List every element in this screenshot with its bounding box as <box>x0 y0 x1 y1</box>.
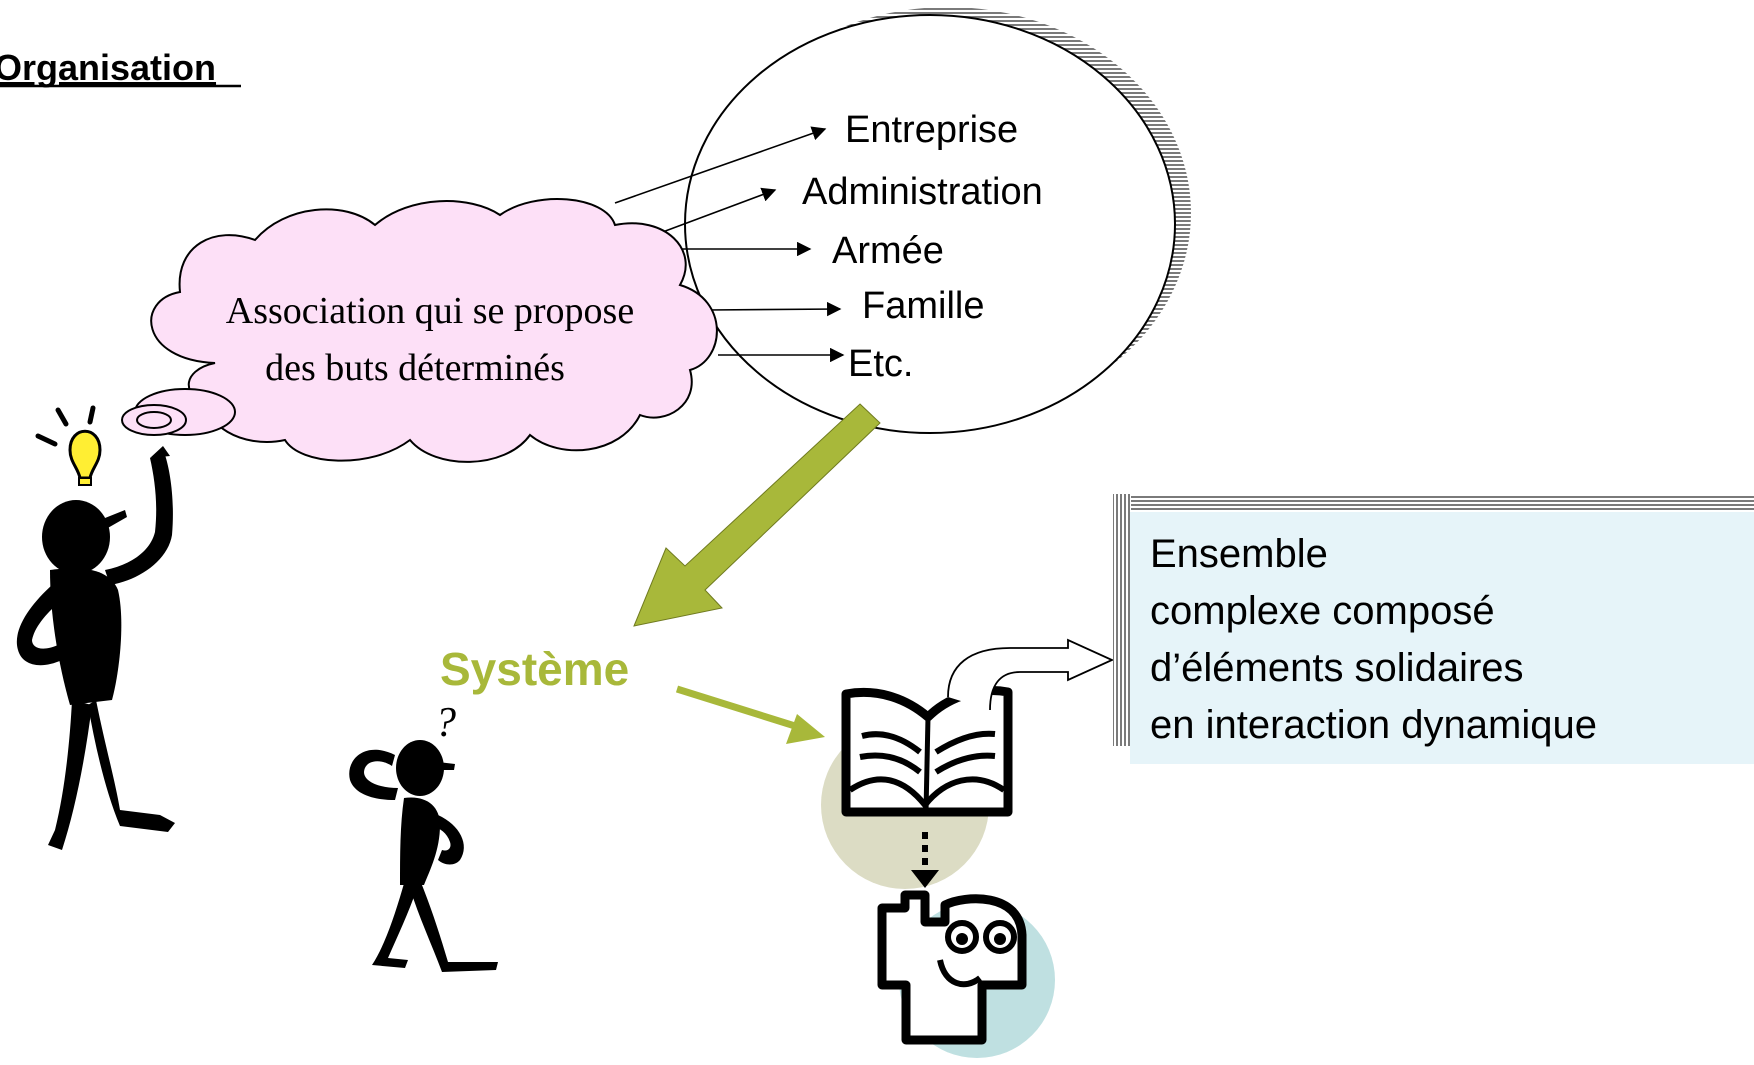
definition-line3: d’éléments solidaires <box>1150 646 1524 690</box>
item-armee: Armée <box>832 230 944 272</box>
circle-items: Entreprise Administration Armée Famille … <box>802 109 1043 385</box>
question-mark-icon: ? <box>435 700 456 746</box>
thinking-face-icon <box>877 890 1055 1058</box>
book-to-definition-arrow <box>947 638 1115 711</box>
thought-cloud: Association qui se propose des buts déte… <box>121 198 718 463</box>
arrow-administration <box>659 187 777 234</box>
organisation-types-circle <box>684 7 1191 434</box>
circle-to-system-arrow <box>633 403 881 627</box>
lightbulb-icon <box>35 405 102 486</box>
arrow-entreprise <box>614 126 827 204</box>
definition-line2: complexe composé <box>1150 589 1495 633</box>
idea-figure <box>16 405 175 850</box>
thinking-figure: ? <box>349 700 498 972</box>
cloud-text-line1: Association qui se propose <box>226 290 634 332</box>
cloud-to-items-arrows <box>614 126 845 363</box>
item-administration: Administration <box>802 171 1043 213</box>
cloud-text-line2: des buts déterminés <box>265 347 565 389</box>
system-to-book-arrow <box>675 685 825 744</box>
page-title: Organisation <box>0 47 216 88</box>
definition-line1: Ensemble <box>1150 532 1328 576</box>
item-famille: Famille <box>862 285 984 327</box>
definition-box: Ensemble complexe composé d’éléments sol… <box>1113 494 1754 764</box>
definition-line4: en interaction dynamique <box>1150 703 1597 747</box>
open-book-icon <box>821 686 1013 889</box>
arrow-famille <box>706 301 842 317</box>
item-etc: Etc. <box>848 343 913 385</box>
system-label: Système <box>440 643 629 695</box>
item-entreprise: Entreprise <box>845 109 1018 151</box>
